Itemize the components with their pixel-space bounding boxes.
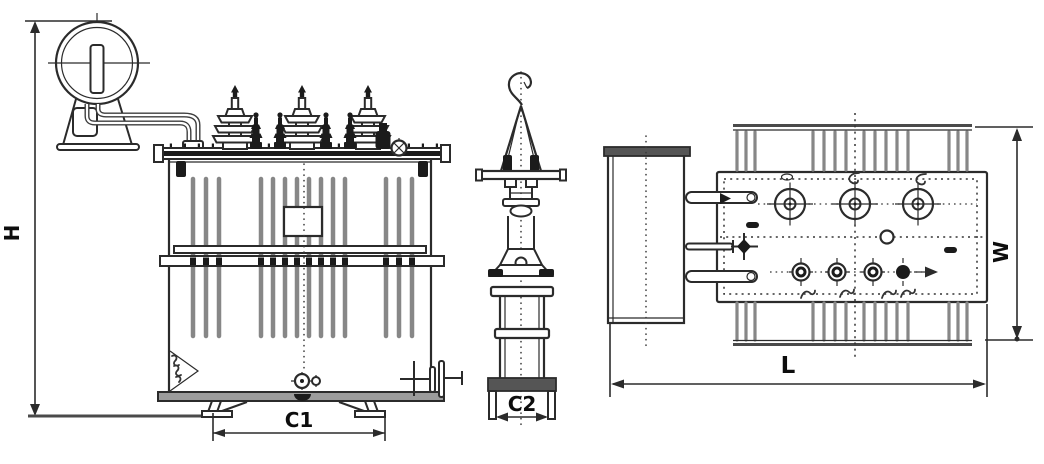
hv-bushings-plan: [746, 172, 957, 253]
lv-bushing-neutral: [375, 123, 391, 149]
side-elevation-view: C2: [475, 71, 567, 429]
conservator-tank: [48, 13, 150, 151]
cover-bolt-line: [720, 113, 984, 360]
lv-bushing-3: [319, 112, 333, 149]
lv-bushing-plan-4: [896, 258, 910, 286]
drain-valve: [291, 372, 321, 390]
flow-arrow-icon: [914, 266, 938, 278]
conservator-plan: [603, 135, 691, 351]
base-channel: [487, 377, 557, 420]
label-width: W: [989, 241, 1013, 263]
insulator-stack: [487, 187, 555, 277]
skid-right: [338, 400, 386, 418]
hv-bushing-1: [212, 84, 258, 150]
radiator-bank-bottom: [733, 301, 972, 346]
vent-plug: [879, 229, 895, 245]
tank-body: [159, 159, 445, 393]
plan-top-view: W L: [603, 113, 1033, 397]
label-c1: C1: [285, 408, 314, 432]
dimension-c1: C1: [212, 408, 386, 441]
skid-left: [201, 400, 248, 418]
cover-slot-icon: [746, 222, 759, 228]
hv-bushing-2: [279, 84, 325, 150]
connection-pipes-plan: [685, 191, 758, 283]
clamp-band-lower: [159, 255, 445, 267]
oil-level-gauge: [89, 44, 105, 94]
pipe-top: [685, 191, 758, 204]
cover-slot-icon: [780, 173, 794, 181]
lid-clamp-left: [176, 161, 186, 177]
front-elevation-view: H: [0, 13, 463, 441]
cover-slot-icon: [944, 247, 957, 253]
side-valve: [400, 360, 463, 398]
pipe-bottom: [685, 270, 758, 283]
lid-clamp-right: [418, 161, 428, 177]
hatch-mark: [169, 350, 200, 392]
pipe-middle: [685, 233, 758, 260]
label-length: L: [781, 353, 796, 379]
dimension-c2: C2: [496, 392, 548, 422]
dimension-length: L: [609, 304, 988, 397]
label-height: H: [0, 225, 24, 242]
dimension-height: H: [0, 20, 202, 418]
lifting-hook: [507, 72, 532, 106]
radiator-bank-top: [733, 124, 972, 172]
oil-fill-cap: [390, 138, 408, 157]
lv-bushings-plan: [787, 256, 938, 299]
clamp-bands: [159, 245, 445, 267]
lv-bushings-front: [249, 112, 391, 149]
nameplate: [282, 205, 324, 238]
cross-arm: [475, 168, 567, 188]
label-c2: C2: [508, 392, 537, 416]
cable-cone: [499, 105, 543, 172]
cylinder-body: [489, 285, 555, 378]
hv-bushings-front: [212, 84, 391, 150]
dimension-width: W: [975, 126, 1033, 342]
clamp-band-upper: [173, 245, 427, 254]
